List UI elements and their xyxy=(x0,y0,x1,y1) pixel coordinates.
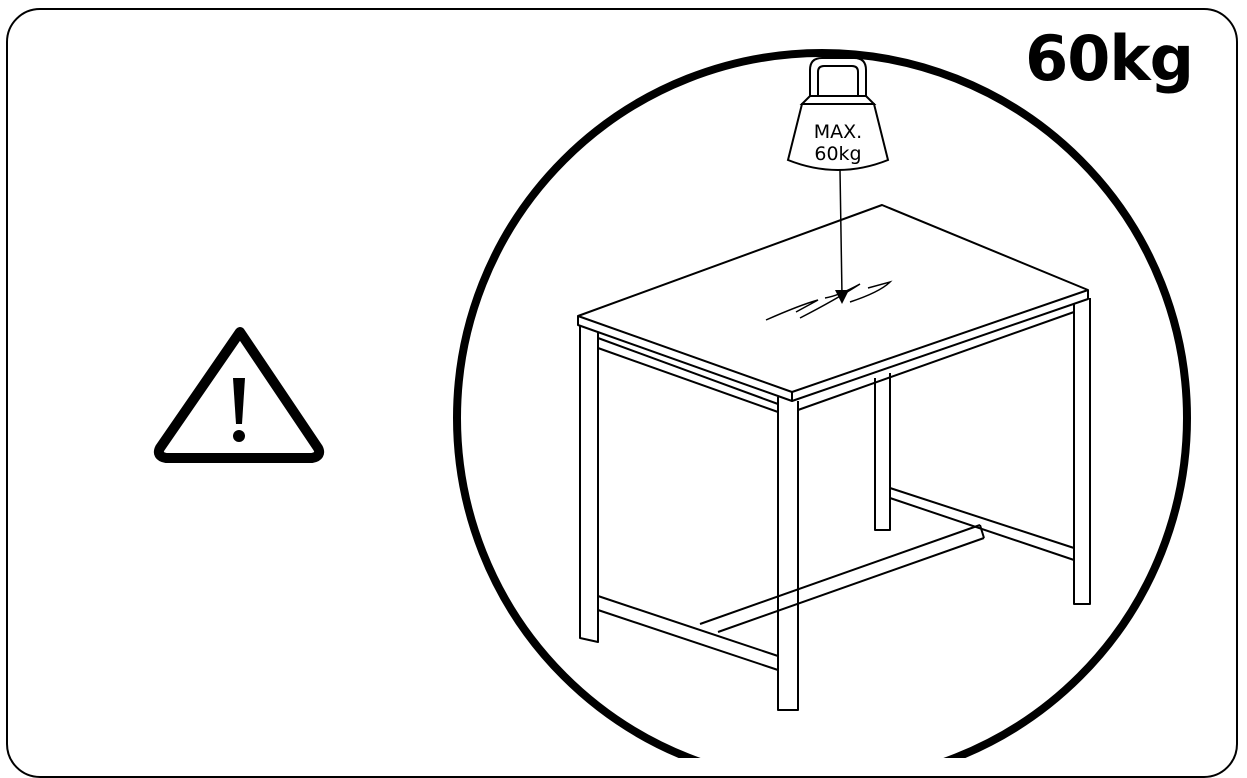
weight-text-line2: 60kg xyxy=(814,143,861,165)
max-weight-label: 60kg xyxy=(1025,22,1194,95)
illustration-canvas: MAX. 60kg xyxy=(153,49,1191,758)
weight-text-line1: MAX. xyxy=(814,121,862,143)
bar-table-illustration xyxy=(577,204,1091,711)
warning-triangle-icon xyxy=(153,327,325,463)
illustration-circle xyxy=(453,49,1191,758)
force-arrow xyxy=(765,169,893,321)
kettlebell-weight-icon: MAX. 60kg xyxy=(786,57,890,171)
instruction-panel xyxy=(6,8,1238,778)
